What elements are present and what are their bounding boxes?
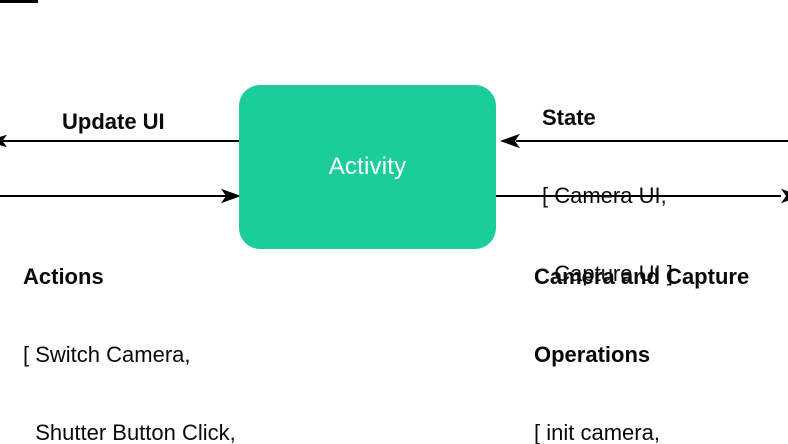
clipped-line-artifact xyxy=(0,0,38,3)
state-title: State xyxy=(542,105,596,130)
camera-ops-arrowhead-clipped xyxy=(781,188,788,204)
camera-ops-block: Camera and Capture Operations [ init cam… xyxy=(534,212,749,444)
update-ui-arrowhead-clipped xyxy=(0,134,7,148)
state-block: State [ Camera UI, Capture UI ] xyxy=(542,53,673,339)
activity-node-label: Activity xyxy=(328,153,407,180)
activity-node: Activity xyxy=(239,85,496,249)
actions-arrowhead xyxy=(221,188,241,204)
state-arrowhead xyxy=(500,133,520,149)
actions-list-line: [ Switch Camera, xyxy=(23,342,191,367)
actions-list-line: Shutter Button Click, xyxy=(23,420,236,444)
state-list-line: Capture UI ] xyxy=(542,261,673,286)
camera-ops-title-line: Operations xyxy=(534,342,651,367)
actions-title: Actions xyxy=(23,264,104,289)
state-list-line: [ Camera UI, xyxy=(542,183,667,208)
camera-ops-title-line: Camera and Capture xyxy=(534,264,750,289)
camera-ops-list-line: [ init camera, xyxy=(534,420,660,444)
actions-block: Actions [ Switch Camera, Shutter Button … xyxy=(23,212,290,444)
update-ui-label: Update UI xyxy=(62,109,165,134)
